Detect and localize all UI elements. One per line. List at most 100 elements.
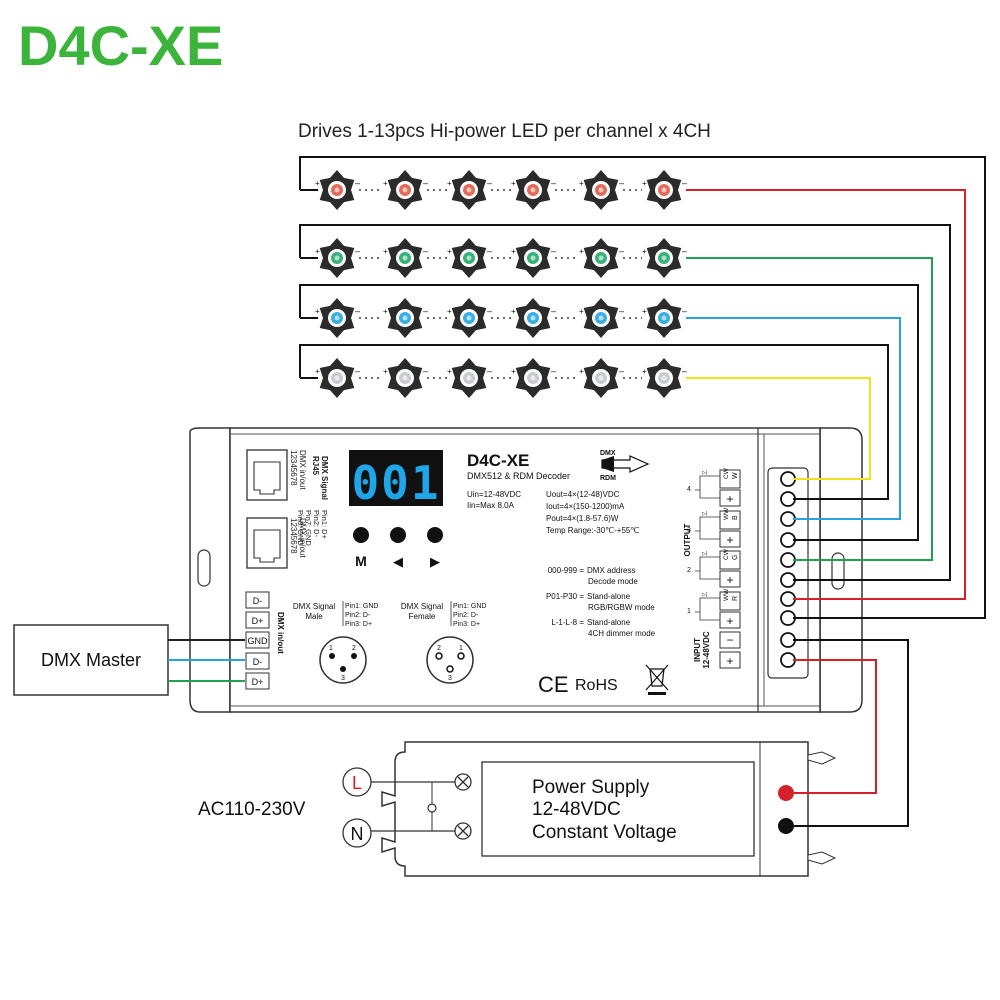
- svg-text:–: –: [682, 178, 687, 188]
- led-star: +–: [383, 358, 428, 398]
- rj45-port-top[interactable]: [246, 449, 288, 501]
- svg-text:Pin2: D-: Pin2: D-: [345, 612, 371, 619]
- led-star: +–: [642, 298, 687, 338]
- mode-code: L-1-L-8 =: [551, 618, 584, 627]
- svg-text:Male: Male: [305, 612, 323, 621]
- led-star: +–: [315, 238, 360, 278]
- dmx-rdm-logo: DMX RDM: [600, 450, 650, 482]
- rj45-port-label-2: DMX in/out12345678: [289, 518, 307, 558]
- input-label: INPUT12-48VDC: [693, 631, 711, 669]
- svg-text:–: –: [551, 178, 556, 188]
- spec-line: Pout=4×(1.8-57.6)W: [546, 514, 619, 523]
- led-star: +–: [642, 358, 687, 398]
- svg-text:+: +: [315, 307, 320, 316]
- svg-text:4: 4: [687, 486, 691, 493]
- screw-terminal[interactable]: [780, 610, 796, 626]
- svg-text:Pin1: GND: Pin1: GND: [453, 603, 486, 610]
- svg-text:–: –: [423, 306, 428, 316]
- svg-text:1: 1: [687, 608, 691, 615]
- led-star: +–: [315, 358, 360, 398]
- svg-text:W: W: [732, 472, 739, 479]
- svg-text:–: –: [423, 178, 428, 188]
- xlr-male-connector[interactable]: 1 2 3: [319, 636, 367, 684]
- svg-text:WW: WW: [723, 507, 730, 520]
- psu-line2: 12-48VDC: [532, 799, 621, 820]
- right-button[interactable]: [427, 527, 443, 543]
- svg-text:−: −: [726, 633, 733, 647]
- svg-text:▷|: ▷|: [702, 592, 707, 598]
- rj45-port-bottom[interactable]: [246, 517, 288, 569]
- screw-terminal[interactable]: [780, 511, 796, 527]
- xlr-female-connector[interactable]: 2 1 3: [426, 636, 474, 684]
- screw-terminal[interactable]: [780, 591, 796, 607]
- svg-text:–: –: [487, 178, 492, 188]
- svg-text:–: –: [355, 366, 360, 376]
- svg-text:+: +: [726, 492, 733, 506]
- svg-text:+: +: [579, 307, 584, 316]
- svg-text:GND: GND: [248, 636, 269, 646]
- svg-text:–: –: [682, 246, 687, 256]
- svg-text:–: –: [355, 246, 360, 256]
- screw-terminal[interactable]: [780, 532, 796, 548]
- svg-text:+: +: [579, 179, 584, 188]
- diagram-subtitle: Drives 1-13pcs Hi-power LED per channel …: [298, 121, 711, 142]
- svg-text:–: –: [551, 246, 556, 256]
- left-button[interactable]: [390, 527, 406, 543]
- svg-text:B: B: [732, 515, 739, 520]
- led-star: +–: [579, 298, 624, 338]
- screw-terminal[interactable]: [780, 632, 796, 648]
- screw-terminal[interactable]: [780, 572, 796, 588]
- screw-terminal[interactable]: [780, 471, 796, 487]
- spec-line: Iin=Max 8.0A: [467, 501, 515, 510]
- controller-model: D4C-XE: [467, 451, 529, 470]
- svg-text:G: G: [732, 555, 739, 560]
- svg-text:3: 3: [448, 675, 452, 682]
- svg-text:–: –: [619, 246, 624, 256]
- led-star: +–: [511, 238, 556, 278]
- live-terminal-badge: [342, 767, 372, 797]
- svg-text:▷|: ▷|: [702, 551, 707, 557]
- svg-text:+: +: [447, 179, 452, 188]
- led-star: +–: [447, 238, 492, 278]
- mode-desc: Stand-alone: [587, 592, 631, 601]
- mode-desc: Stand-alone: [587, 618, 631, 627]
- svg-text:–: –: [551, 366, 556, 376]
- mode-code: P01-P30 =: [546, 592, 584, 601]
- svg-text:+: +: [447, 247, 452, 256]
- svg-text:2: 2: [352, 645, 356, 652]
- weee-icon: [645, 664, 669, 695]
- svg-text:+: +: [447, 307, 452, 316]
- led-star: +–: [383, 238, 428, 278]
- svg-text:DMX Signal: DMX Signal: [401, 602, 443, 611]
- svg-text:1: 1: [459, 645, 463, 652]
- right-button-label: ▶: [430, 554, 440, 569]
- svg-text:–: –: [355, 306, 360, 316]
- dmx-master-label: DMX Master: [41, 650, 141, 670]
- terminal-block: [780, 471, 796, 668]
- screw-terminal[interactable]: [780, 652, 796, 668]
- svg-text:1: 1: [329, 645, 333, 652]
- svg-text:–: –: [487, 306, 492, 316]
- screw-terminal[interactable]: [780, 491, 796, 507]
- live-label: L: [352, 773, 362, 793]
- svg-text:Pin2: D-: Pin2: D-: [453, 612, 479, 619]
- led-star: +–: [383, 170, 428, 210]
- screw-terminal[interactable]: [780, 552, 796, 568]
- svg-text:RDM: RDM: [600, 475, 616, 482]
- led-star: +–: [642, 170, 687, 210]
- svg-text:–: –: [423, 246, 428, 256]
- svg-text:–: –: [423, 366, 428, 376]
- svg-text:3: 3: [341, 675, 345, 682]
- svg-text:+: +: [511, 307, 516, 316]
- psu-line1: Power Supply: [532, 777, 650, 798]
- spec-line: Uin=12-48VDC: [467, 490, 521, 499]
- psu-positive-terminal: [778, 785, 794, 801]
- svg-text:+: +: [726, 614, 733, 628]
- svg-text:Pin3: D+: Pin3: D+: [453, 621, 480, 628]
- mode-button[interactable]: [353, 527, 369, 543]
